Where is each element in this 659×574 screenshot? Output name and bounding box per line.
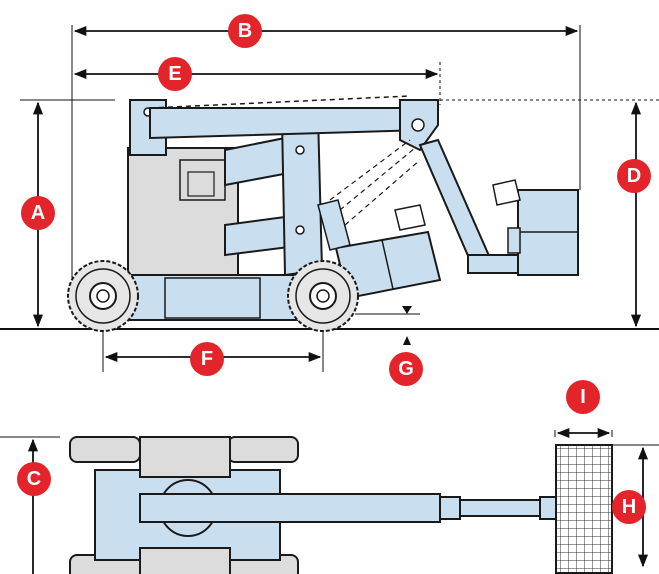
platform-top [555, 444, 613, 574]
platform-basket-extended [492, 179, 579, 276]
label-a: A [21, 196, 55, 230]
label-d: D [617, 159, 651, 193]
rear-wheel [67, 260, 139, 332]
label-e: E [158, 57, 192, 91]
boom-top [139, 493, 441, 523]
label-f: F [190, 342, 224, 376]
label-b: B [228, 14, 262, 48]
front-wheel [287, 260, 359, 332]
main-boom [149, 107, 427, 140]
platform-basket-stowed [317, 199, 442, 300]
side-view [0, 25, 659, 372]
label-c: C [17, 462, 51, 496]
label-i: I [566, 380, 600, 414]
top-view [0, 427, 659, 574]
riser-mast [280, 113, 324, 277]
label-h: H [612, 490, 646, 524]
label-g: G [389, 352, 423, 386]
